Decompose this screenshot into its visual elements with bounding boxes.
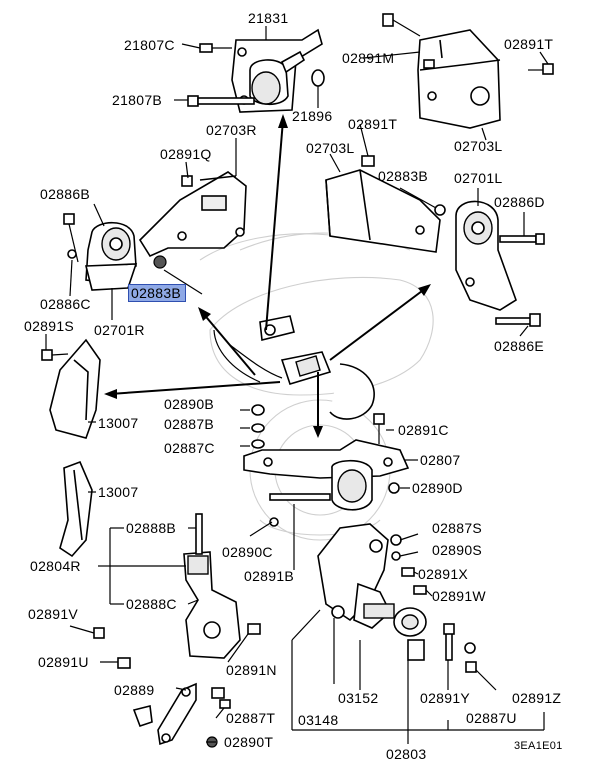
direction-arrows xyxy=(104,114,431,438)
bolt-21807C xyxy=(199,43,232,53)
bolt-02891C xyxy=(373,413,385,444)
bracket-02703R xyxy=(138,171,247,258)
label-02891Q: 02891Q xyxy=(160,146,212,162)
leader-lines xyxy=(45,26,549,744)
crossmember-02807 xyxy=(243,439,410,527)
label-02891T-mid: 02891T xyxy=(348,116,398,132)
bracket-02703L xyxy=(417,29,501,129)
bolt-02891Q xyxy=(181,175,193,187)
label-02701L: 02701L xyxy=(454,170,503,186)
link-02889 xyxy=(132,682,197,746)
bolt-02891T-top xyxy=(528,63,554,75)
label-02890C: 02890C xyxy=(222,544,273,560)
label-21807B: 21807B xyxy=(112,92,163,108)
mount-02803 xyxy=(317,523,427,661)
nuts-02890B-02887B-02887C xyxy=(251,404,265,449)
nut-02886C xyxy=(67,249,77,259)
bolt-02887T xyxy=(211,687,231,709)
bolt-02891N xyxy=(247,623,261,635)
label-02883B-right: 02883B xyxy=(378,168,429,184)
label-02887C: 02887C xyxy=(164,440,215,456)
label-02891V: 02891V xyxy=(28,606,79,622)
label-02891Z: 02891Z xyxy=(512,690,562,706)
label-02891B: 02891B xyxy=(244,568,295,584)
label-02891W: 02891W xyxy=(432,588,486,604)
bracket-13007-upper xyxy=(49,338,101,439)
label-02889: 02889 xyxy=(114,682,155,698)
label-02803: 02803 xyxy=(386,746,427,762)
label-02891T-top: 02891T xyxy=(504,36,554,52)
bolt-02891T-mid xyxy=(361,155,375,167)
label-21831: 21831 xyxy=(248,10,289,26)
label-02891S: 02891S xyxy=(24,318,75,334)
label-03152: 03152 xyxy=(338,690,379,706)
nut-02890D xyxy=(388,482,400,494)
label-13007-lower: 13007 xyxy=(98,484,139,500)
label-02883B-highlighted[interactable]: 02883B xyxy=(128,284,187,302)
label-03148: 03148 xyxy=(298,712,339,728)
bolt-21807B xyxy=(187,95,255,107)
diagram-code: 3EA1E01 xyxy=(514,740,563,752)
bolt-02891M xyxy=(382,13,421,37)
label-02891N: 02891N xyxy=(226,662,277,678)
mount-02701L xyxy=(455,200,517,311)
label-02886B: 02886B xyxy=(40,186,91,202)
mount-21831 xyxy=(231,28,323,113)
label-21896: 21896 xyxy=(292,108,333,124)
bracket-02703L-mid xyxy=(325,169,441,253)
label-02886C: 02886C xyxy=(40,296,91,312)
label-02886E: 02886E xyxy=(494,338,545,354)
label-02890B: 02890B xyxy=(164,396,215,412)
label-02887S: 02887S xyxy=(432,520,483,536)
bolt-02891V xyxy=(93,627,105,639)
label-02807: 02807 xyxy=(420,452,461,468)
label-13007-upper: 13007 xyxy=(98,415,139,431)
label-02891U: 02891U xyxy=(38,654,89,670)
bolt-02891S xyxy=(41,349,69,361)
label-02887B: 02887B xyxy=(164,416,215,432)
label-02701R: 02701R xyxy=(94,322,145,338)
label-02891M: 02891M xyxy=(342,50,395,66)
nut-21896 xyxy=(311,69,325,87)
label-02887T: 02887T xyxy=(226,710,276,726)
engine-center-assembly xyxy=(213,315,375,420)
label-02891Y: 02891Y xyxy=(420,690,471,706)
mount-02701R xyxy=(84,222,138,291)
nut-02883B-right xyxy=(434,204,446,216)
mount-02804R xyxy=(183,513,241,659)
label-02890D: 02890D xyxy=(412,480,463,496)
label-02888C: 02888C xyxy=(126,596,177,612)
label-02890T: 02890T xyxy=(224,734,274,750)
label-21807C: 21807C xyxy=(124,37,175,53)
label-02887U: 02887U xyxy=(466,710,517,726)
label-02703L-top: 02703L xyxy=(454,138,503,154)
label-02804R: 02804R xyxy=(30,558,81,574)
label-02891C: 02891C xyxy=(398,422,449,438)
bolt-02886E xyxy=(495,313,541,327)
label-02890S: 02890S xyxy=(432,542,483,558)
label-02886D: 02886D xyxy=(494,194,545,210)
bolt-02891U xyxy=(117,657,131,669)
label-02703L-mid: 02703L xyxy=(306,140,355,156)
label-02888B: 02888B xyxy=(126,520,177,536)
nut-02883B xyxy=(153,255,167,269)
bracket-13007-lower xyxy=(59,460,93,558)
bolt-02886D xyxy=(499,233,545,245)
label-02891X: 02891X xyxy=(418,566,469,582)
label-02703R: 02703R xyxy=(206,122,257,138)
